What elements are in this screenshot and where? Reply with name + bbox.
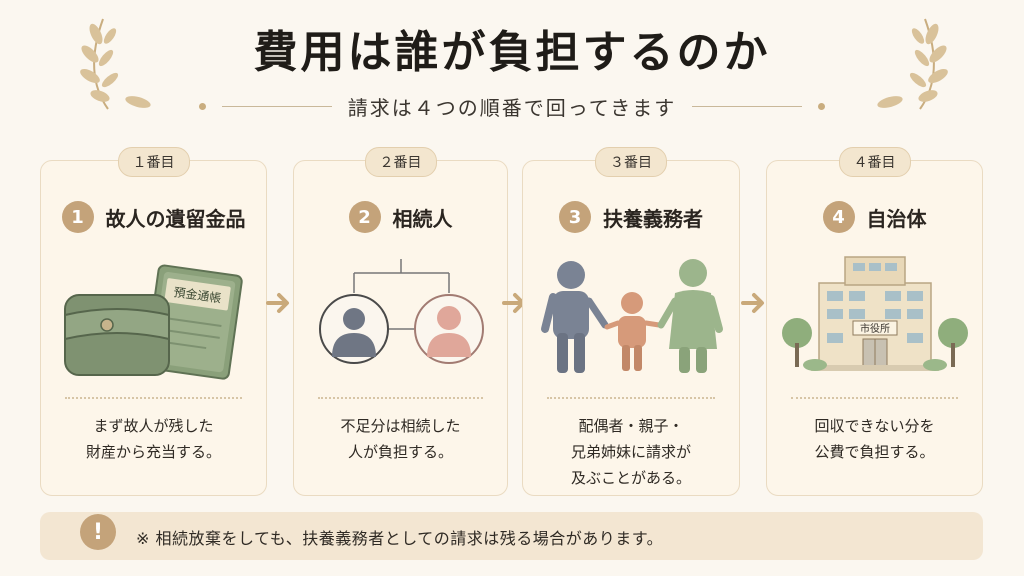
step-heading: 2 相続人	[294, 201, 507, 233]
step-card-4: ４番目 4 自治体 市役所 回収できない分を 公費で負担する。	[766, 147, 983, 496]
step-heading: 1 故人の遺留金品	[41, 201, 266, 233]
step-heading-text: 故人の遺留金品	[105, 206, 246, 231]
step-number: 2	[348, 201, 381, 233]
passbook-label: 預金通帳	[173, 284, 223, 306]
page-subtitle: 請求は４つの順番で回ってきます	[347, 96, 677, 120]
step-order-badge: ４番目	[838, 147, 911, 177]
step-order-badge: ２番目	[364, 147, 437, 177]
heirs-family-tree-icon	[319, 259, 484, 364]
laurel-right-icon	[877, 18, 948, 110]
dotted-divider	[547, 397, 715, 399]
divider-dot	[198, 103, 206, 110]
note-banner: ! ※ 相続放棄をしても、扶養義務者としての請求は残る場合があります。	[40, 512, 983, 560]
step-number: 4	[822, 201, 855, 233]
laurel-left-icon	[80, 18, 151, 110]
step-description: まず故人が残した 財産から充当する。	[85, 417, 221, 461]
step-card-2: ２番目 2 相続人 不足分は相続した 人が負担する。	[293, 147, 508, 496]
step-heading-text: 扶養義務者	[603, 206, 703, 231]
divider-line	[692, 106, 803, 107]
dotted-divider	[318, 397, 483, 399]
city-hall-icon: 市役所	[782, 256, 968, 371]
page-title: 費用は誰が負担するのか	[253, 27, 771, 78]
city-hall-sign: 市役所	[860, 322, 890, 335]
step-card-1: １番目 1 故人の遺留金品 預金通帳 まず故人が残した 財産から充当する。	[40, 147, 267, 496]
step-heading-text: 自治体	[866, 206, 927, 231]
family-icon	[541, 259, 723, 373]
step-number: 1	[61, 201, 94, 233]
step-description: 回収できない分を 公費で負担する。	[814, 417, 935, 461]
step-card-3: ３番目 3 扶養義務者 配偶者・親子・ 兄弟姉妹に請求が 及ぶことがある。	[522, 147, 740, 496]
wallet-passbook-icon: 預金通帳	[64, 264, 243, 380]
divider-line	[221, 106, 332, 107]
subtitle-row: 請求は４つの順番で回ってきます	[0, 92, 1024, 121]
step-description: 不足分は相続した 人が負担する。	[340, 417, 461, 461]
note-text: ※ 相続放棄をしても、扶養義務者としての請求は残る場合があります。	[136, 529, 664, 548]
arrow-right-icon	[741, 293, 764, 313]
dotted-divider	[791, 397, 958, 399]
dotted-divider	[65, 397, 242, 399]
step-heading: 4 自治体	[767, 201, 982, 233]
arrow-right-icon	[266, 293, 289, 313]
step-description: 配偶者・親子・ 兄弟姉妹に請求が 及ぶことがある。	[570, 417, 691, 487]
exclamation-icon: !	[80, 514, 116, 550]
step-order-badge: ３番目	[595, 147, 667, 177]
step-order-badge: １番目	[117, 147, 190, 177]
step-heading: 3 扶養義務者	[523, 201, 739, 233]
divider-dot	[818, 103, 826, 110]
step-heading-text: 相続人	[392, 206, 453, 231]
step-number: 3	[559, 201, 591, 233]
